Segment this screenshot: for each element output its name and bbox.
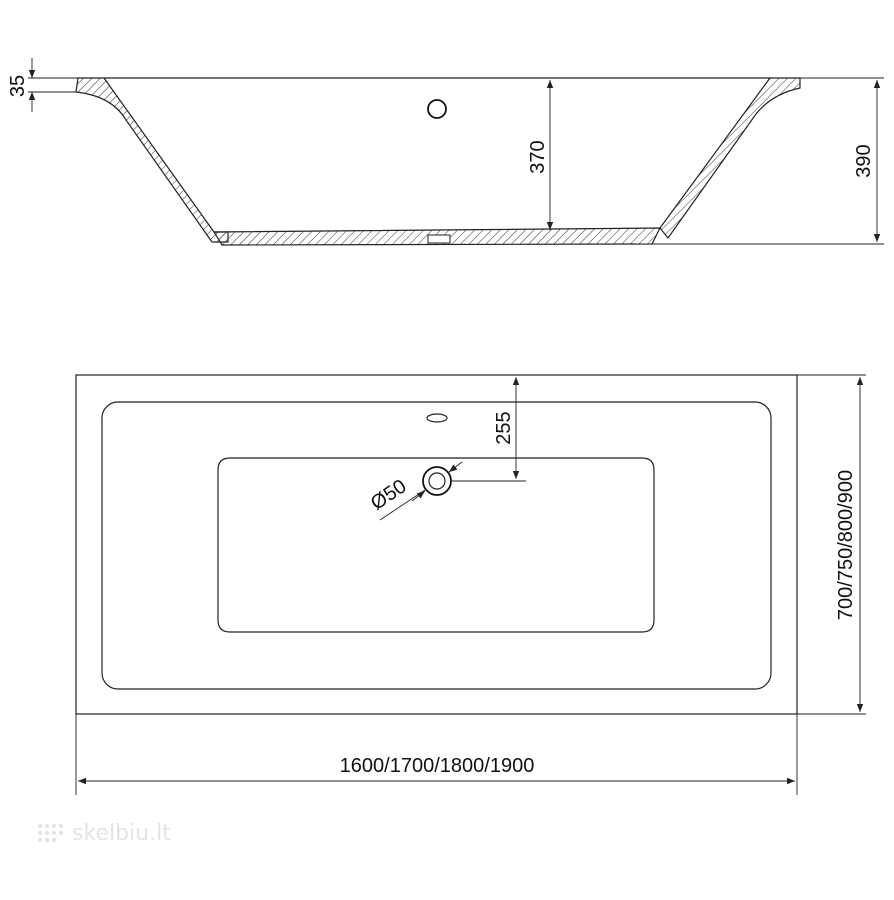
watermark-text: skelbiu.lt xyxy=(72,821,171,846)
dim-length-options-label: 1600/1700/1800/1900 xyxy=(340,755,535,777)
drain-inner xyxy=(428,472,446,490)
grid-dots-icon xyxy=(37,823,64,843)
dim-drain-offset-label: 255 xyxy=(493,411,515,444)
overflow-slot xyxy=(426,413,448,423)
watermark: skelbiu.lt xyxy=(37,821,171,846)
dim-total-height-label: 390 xyxy=(853,144,875,177)
dim-rim-thickness-label: 35 xyxy=(7,75,29,97)
overflow-hole xyxy=(427,99,447,119)
dim-inner-depth-label: 370 xyxy=(527,140,549,173)
dim-width-options-label: 700/750/800/900 xyxy=(835,470,857,620)
dim-drain-diameter-label: Ø50 xyxy=(367,475,411,514)
section-view: 35 370 390 xyxy=(7,58,884,246)
left-wall-section xyxy=(75,77,229,243)
inner-rim xyxy=(101,401,772,690)
right-wall-section xyxy=(659,77,801,239)
outer-rim xyxy=(75,374,798,715)
plan-view: 255 Ø50 700/750/800/900 1600/1700/1800/1… xyxy=(75,374,866,795)
drain-outer xyxy=(422,466,452,496)
basin-bottom xyxy=(217,457,655,633)
drain-section xyxy=(427,234,451,244)
